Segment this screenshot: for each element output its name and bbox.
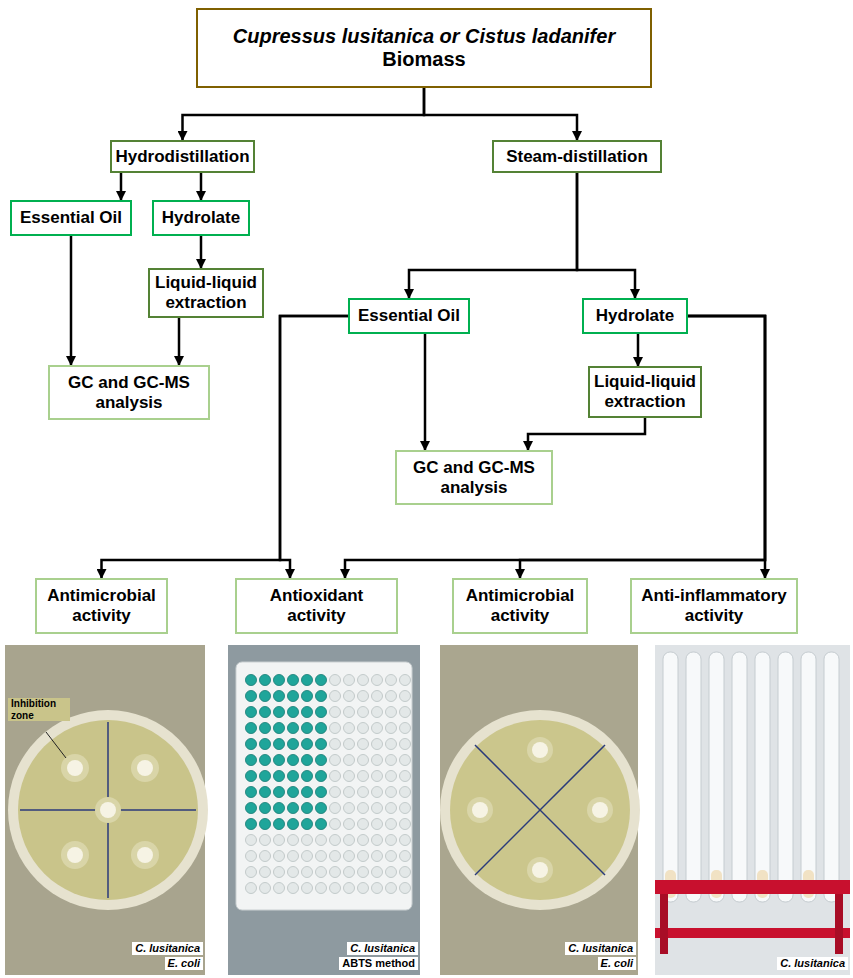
photo-caption: C. lusitanica (565, 942, 636, 955)
photo-caption: E. coli (598, 957, 636, 970)
analysis-box: GC and GC-MS analysis (48, 365, 210, 420)
connector-arrow (178, 318, 181, 365)
node-text: Antimicrobial activity (40, 586, 163, 625)
node-text: Hydrodistillation (115, 147, 249, 167)
connector-arrow (183, 88, 425, 140)
node-text: Anti-inflammatory activity (635, 586, 793, 625)
connector-arrow (424, 334, 427, 450)
photo-caption: C. lusitanica (132, 942, 203, 955)
connector-arrow (688, 316, 765, 578)
product-box: Hydrolate (152, 200, 250, 236)
connector-arrow (280, 316, 348, 578)
product-box: Essential Oil (10, 200, 132, 236)
source-box: Cupressus lusitanica or Cistus ladanifer… (196, 8, 652, 88)
connector-arrow (102, 316, 349, 578)
connector-arrow (528, 418, 645, 450)
connector-arrow (200, 173, 203, 200)
process-box: Hydrodistillation (110, 140, 255, 173)
node-text: Antimicrobial activity (457, 586, 583, 625)
connector-arrow (70, 236, 73, 365)
well-plate-photo (228, 645, 420, 975)
connector-arrow (637, 334, 640, 366)
test-tubes-photo (655, 645, 850, 975)
activity-box: Antimicrobial activity (35, 578, 168, 634)
node-text: Liquid-liquid extraction (593, 372, 697, 411)
product-box: Hydrolate (582, 298, 688, 334)
petri-dish-photo (5, 645, 208, 975)
connector-arrow (200, 236, 203, 268)
activity-box: Anti-inflammatory activity (630, 578, 798, 634)
node-text: Essential Oil (358, 306, 460, 326)
process-box: Steam-distillation (492, 140, 662, 173)
activity-box: Antioxidant activity (235, 578, 398, 634)
node-text: Cupressus lusitanica or Cistus ladanifer (233, 25, 615, 48)
connector-arrow (345, 316, 765, 578)
connector-arrow (409, 173, 577, 298)
node-text: Biomass (382, 48, 465, 71)
photo-caption: C. lusitanica (777, 957, 848, 970)
connector-arrow (577, 173, 635, 298)
photo-caption: E. coli (165, 957, 203, 970)
connector-arrow (520, 316, 765, 578)
connector-arrow (424, 88, 577, 140)
node-text: Essential Oil (20, 208, 122, 228)
connector-arrow (120, 173, 123, 200)
node-text: Hydrolate (162, 208, 240, 228)
analysis-box: GC and GC-MS analysis (395, 450, 553, 505)
node-text: Hydrolate (596, 306, 674, 326)
activity-box: Antimicrobial activity (452, 578, 588, 634)
process-box: Liquid-liquid extraction (588, 366, 702, 418)
node-text: Steam-distillation (506, 147, 648, 167)
node-text: Antioxidant activity (240, 586, 393, 625)
process-box: Liquid-liquid extraction (148, 268, 264, 318)
node-text: GC and GC-MS analysis (53, 373, 205, 412)
photo-caption: C. lusitanica (347, 942, 418, 955)
callout-label: Inhibition zone (8, 698, 70, 721)
product-box: Essential Oil (348, 298, 470, 334)
node-text: GC and GC-MS analysis (400, 458, 548, 497)
photo-caption: ABTS method (339, 957, 418, 970)
petri-dish-photo (440, 645, 640, 975)
node-text: Liquid-liquid extraction (153, 273, 259, 312)
